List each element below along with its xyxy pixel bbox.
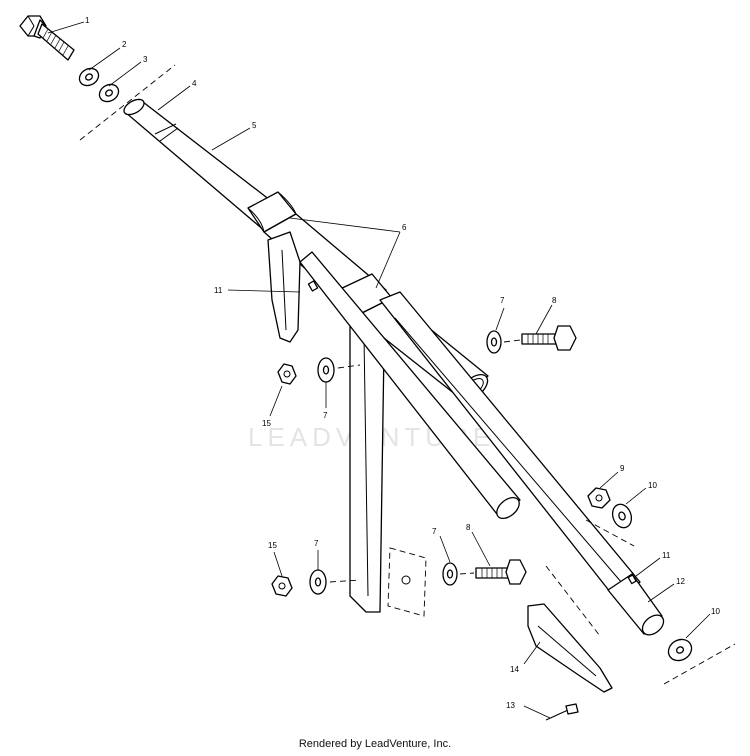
callout-5: 5 xyxy=(252,121,257,130)
part-10-washer-lower xyxy=(667,638,693,662)
frame-assembly xyxy=(263,213,665,636)
callout-7-upper-left: 7 xyxy=(323,411,328,420)
axis-lower-left xyxy=(329,579,361,583)
footer-credit: Rendered by LeadVenture, Inc. xyxy=(298,738,452,750)
callout-15-upper: 15 xyxy=(262,419,271,428)
axis-lower-right xyxy=(459,572,475,575)
callout-1: 1 xyxy=(85,16,90,25)
callout-4: 4 xyxy=(192,79,197,88)
callout-14: 14 xyxy=(510,665,519,674)
callout-8-lower: 8 xyxy=(466,523,471,532)
mounting-plate-dashed xyxy=(387,547,427,617)
part-2-washer xyxy=(78,67,100,87)
callout-7-lower-right: 7 xyxy=(432,527,437,536)
part-15-nut-upper xyxy=(277,363,297,385)
part-10-washer-upper xyxy=(611,503,633,529)
callout-11-upper: 11 xyxy=(214,286,223,295)
part-13-pin xyxy=(545,703,579,721)
centerline-upper xyxy=(79,64,176,141)
part-1-bolt xyxy=(19,15,75,61)
callout-3: 3 xyxy=(143,55,148,64)
part-9-nut xyxy=(587,487,611,509)
part-14-skid xyxy=(527,603,613,693)
axis-skid xyxy=(545,565,601,637)
part-8-bolt-upper xyxy=(521,325,577,351)
callout-12: 12 xyxy=(676,577,685,586)
axis-upper-right xyxy=(503,339,521,343)
part-11-grease-fitting-lower xyxy=(627,574,637,585)
callout-15-lower: 15 xyxy=(268,541,277,550)
callout-11-lower: 11 xyxy=(662,551,671,560)
leader-lines xyxy=(47,21,711,719)
part-15-nut-lower xyxy=(271,575,293,597)
part-11-grease-fitting-upper xyxy=(307,280,319,292)
callout-8-upper: 8 xyxy=(552,296,557,305)
part-7-washer-lower-left xyxy=(309,569,327,595)
axis-lower-end xyxy=(663,643,736,685)
part-7-washer-upper-left xyxy=(317,357,335,383)
callout-10-upper: 10 xyxy=(648,481,657,490)
part-7-washer-lower-right xyxy=(442,562,458,586)
callout-9: 9 xyxy=(620,464,625,473)
callout-6: 6 xyxy=(402,223,407,232)
part-8-bolt-lower xyxy=(475,559,527,585)
callout-2: 2 xyxy=(122,40,127,49)
callout-10-lower: 10 xyxy=(711,607,720,616)
callout-13: 13 xyxy=(506,701,515,710)
axis-right xyxy=(585,519,635,547)
part-3-washer xyxy=(98,83,120,103)
axis-upper-left xyxy=(337,364,361,369)
callout-7-lower-left: 7 xyxy=(314,539,319,548)
callout-7-upper-right: 7 xyxy=(500,296,505,305)
part-7-washer-upper-right xyxy=(486,330,502,354)
